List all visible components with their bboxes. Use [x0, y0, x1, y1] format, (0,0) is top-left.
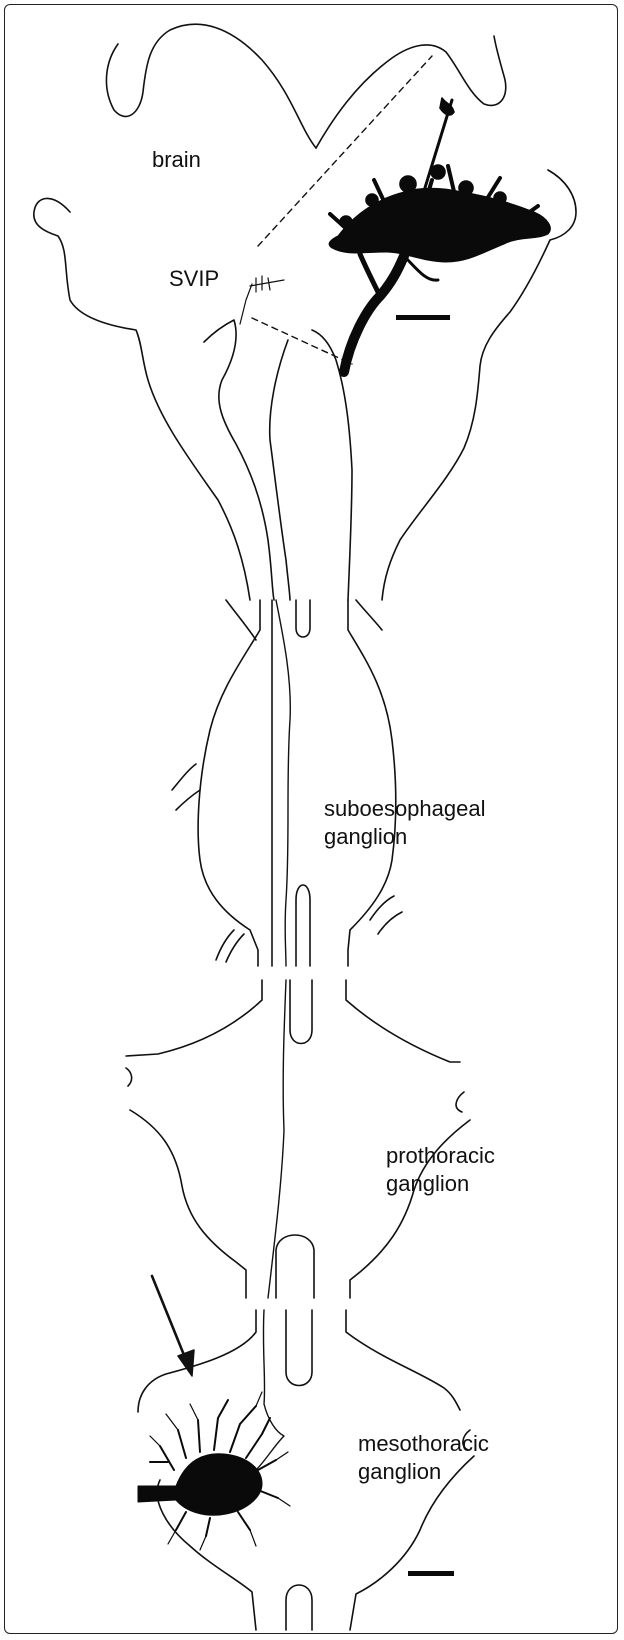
scale-bar-icon: [396, 315, 450, 320]
scale-bar-icon: [408, 1571, 454, 1576]
arrow-icon: [152, 1276, 194, 1376]
suboesophageal-outline: [172, 600, 402, 966]
label-suboesophageal-line1: suboesophageal: [324, 796, 485, 822]
label-mesothoracic-line1: mesothoracic: [358, 1431, 489, 1457]
label-mesothoracic-line2: ganglion: [358, 1459, 441, 1485]
label-prothoracic-line1: prothoracic: [386, 1143, 495, 1169]
label-prothoracic-line2: ganglion: [386, 1171, 469, 1197]
brain-outline: [34, 24, 576, 600]
label-svip: SVIP: [169, 266, 219, 292]
label-suboesophageal-line2: ganglion: [324, 824, 407, 850]
label-brain: brain: [152, 147, 201, 173]
inset-neuron-stain: [329, 98, 550, 372]
prothoracic-outline: [126, 980, 470, 1298]
